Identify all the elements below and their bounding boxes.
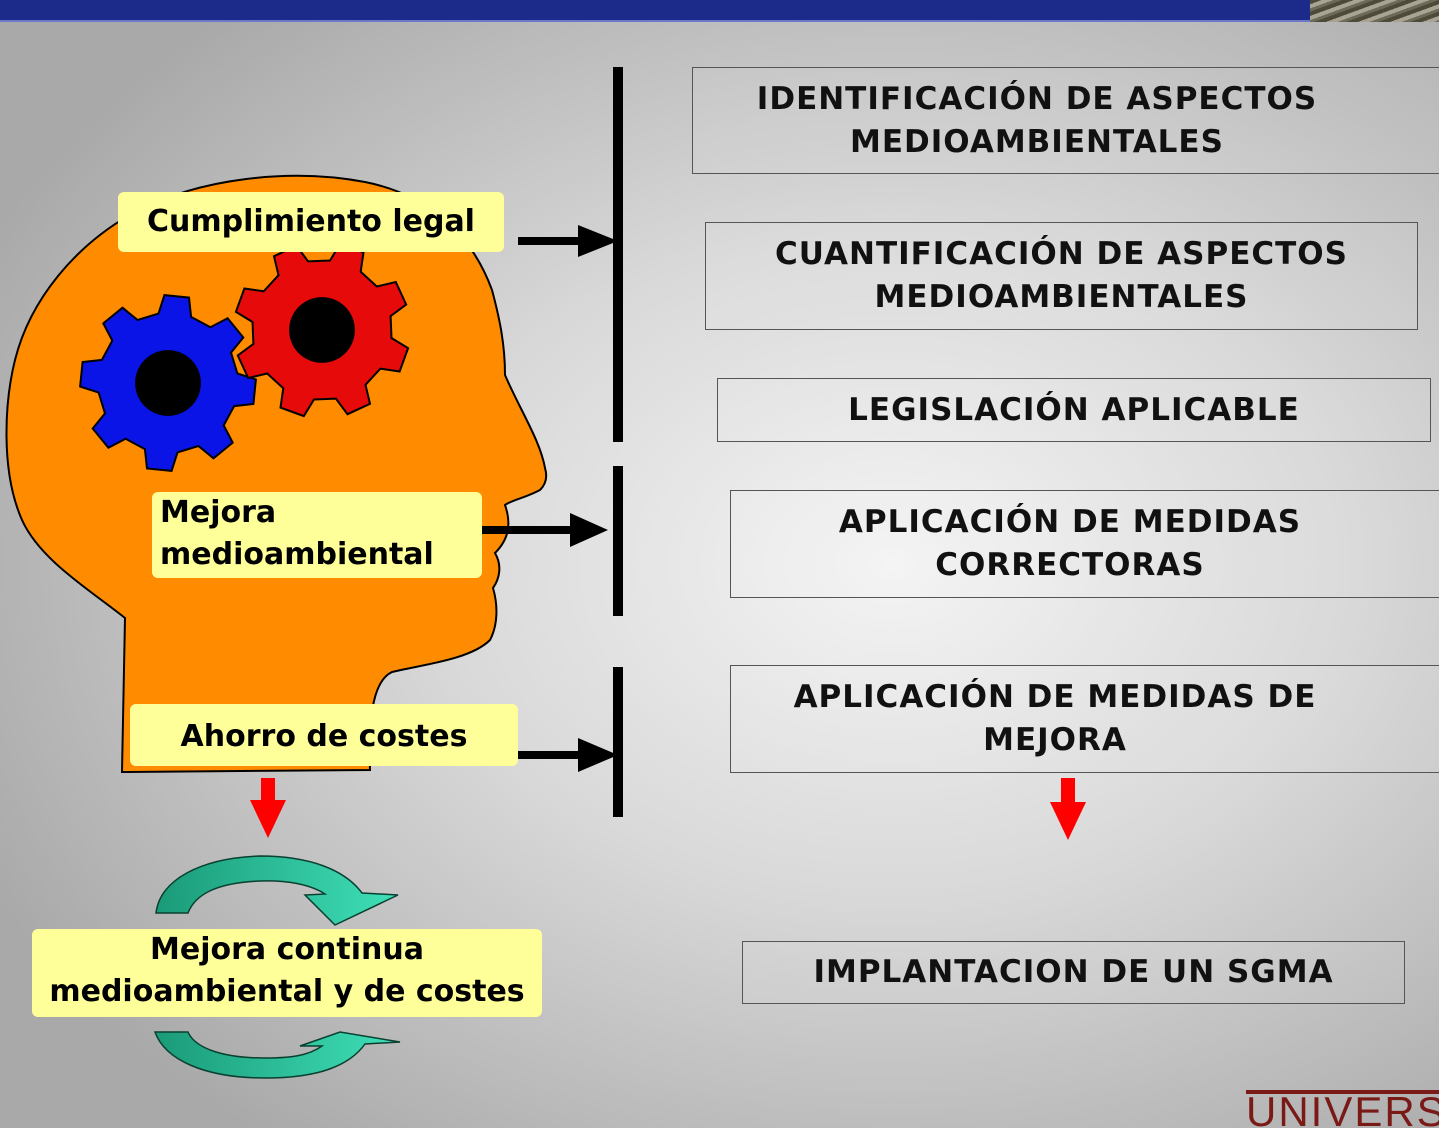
label-mejora-medioambiental: Mejora medioambiental [152,492,482,578]
box-identificacion-line1: IDENTIFICACIÓN DE ASPECTOS [756,80,1318,117]
right-arrow-icon-cumplimiento [518,225,618,257]
label-ahorro-costes: Ahorro de costes [130,704,518,766]
box-mejora: APLICACIÓN DE MEDIDAS DE MEJORA [730,665,1439,773]
label-mejora-continua: Mejora continua medioambiental y de cost… [32,929,542,1017]
box-cuantificacion-line1: CUANTIFICACIÓN DE ASPECTOS [775,236,1348,272]
top-bar-divider [0,20,1439,22]
box-correctoras-line2: CORRECTORAS [935,547,1205,583]
university-logo-text: UNIVERS [1246,1088,1439,1135]
corner-photo [1310,0,1439,22]
box-correctoras-line1: APLICACIÓN DE MEDIDAS [838,504,1302,540]
logo-rule [1246,1090,1439,1094]
blue-gear-icon [79,294,257,472]
gearRed-hub [289,297,355,363]
down-arrow-icon-right [1050,778,1086,840]
box-legislacion: LEGISLACIÓN APLICABLE [717,378,1431,442]
label-mejora-line1: Mejora [160,495,277,530]
box-identificacion: IDENTIFICACIÓN DE ASPECTOS MEDIOAMBIENTA… [692,67,1439,174]
label-ahorro-text: Ahorro de costes [180,719,468,754]
gearBlue-hub [135,350,201,416]
box-mejora-line1: APLICACIÓN DE MEDIDAS DE [793,679,1317,715]
label-cumplimiento-text: Cumplimiento legal [147,204,475,239]
label-mejora-line2: medioambiental [160,537,434,572]
cycle-arrow-icon-top [155,855,399,926]
bracket-bar-bottom [613,667,623,817]
label-continua-line2: medioambiental y de costes [49,974,525,1009]
top-bar [0,0,1439,20]
box-correctoras: APLICACIÓN DE MEDIDAS CORRECTORAS [730,490,1439,598]
right-arrow-icon-mejora [482,513,608,547]
label-cumplimiento-legal: Cumplimiento legal [118,192,504,252]
box-identificacion-line2: MEDIOAMBIENTALES [850,123,1224,160]
box-legislacion-text: LEGISLACIÓN APLICABLE [848,391,1300,428]
bracket-bar-top [613,67,623,442]
down-arrow-icon-left [250,778,286,838]
cycle-arrow-icon-bottom [153,1031,401,1079]
red-gear-icon [234,242,410,418]
box-cuantificacion-line2: MEDIOAMBIENTALES [874,279,1249,315]
label-continua-line1: Mejora continua [150,932,424,967]
box-cuantificacion: CUANTIFICACIÓN DE ASPECTOS MEDIOAMBIENTA… [705,222,1418,330]
box-mejora-line2: MEJORA [983,722,1127,758]
box-sgma: IMPLANTACION DE UN SGMA [742,941,1405,1004]
right-arrow-icon-ahorro [518,738,618,772]
bracket-bar-middle [613,466,623,616]
box-sgma-text: IMPLANTACION DE UN SGMA [813,954,1334,990]
